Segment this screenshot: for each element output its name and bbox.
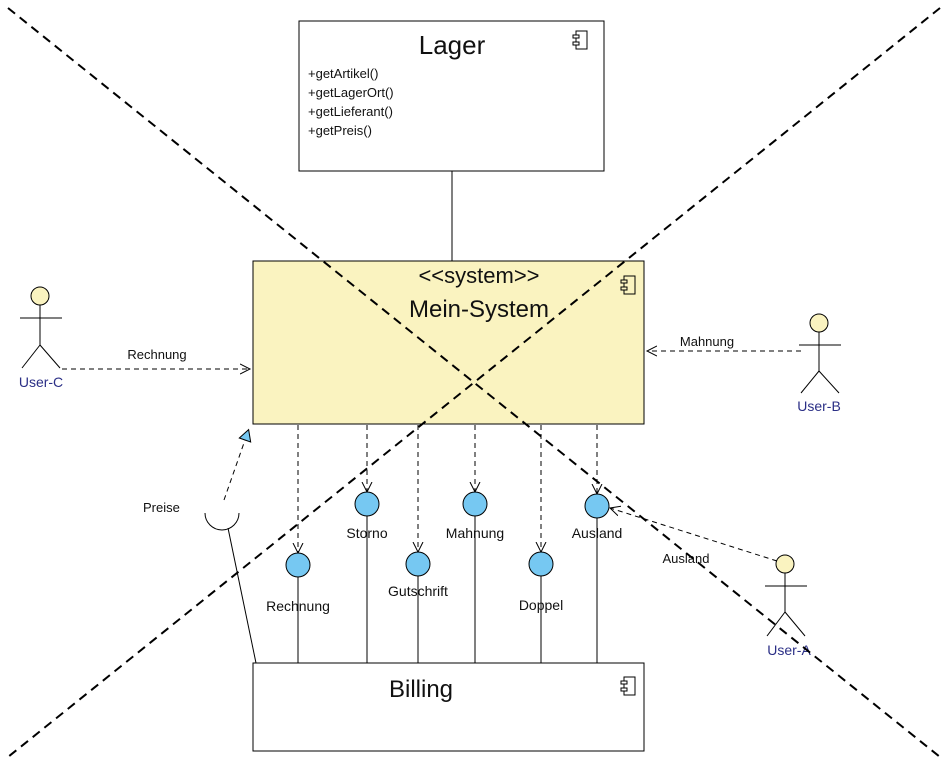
interface-label-gutschrift: Gutschrift [388, 583, 448, 599]
interface-storno[interactable] [354, 491, 380, 517]
user-c-connector-label: Rechnung [127, 347, 186, 362]
interface-doppel[interactable] [528, 551, 554, 577]
system-title: Mein-System [409, 296, 549, 323]
actor-head [775, 554, 795, 574]
interface-label-doppel: Doppel [519, 597, 563, 613]
interface-label-ausland: Ausland [572, 525, 623, 541]
preise-socket[interactable] [204, 512, 240, 531]
billing-title: Billing [389, 676, 453, 703]
lager-method-1: +getArtikel() [308, 66, 378, 81]
component-icon [620, 275, 636, 295]
preise-label: Preise [143, 500, 180, 515]
lager-component[interactable]: Lager +getArtikel() +getLagerOrt() +getL… [298, 20, 605, 172]
user-a-dependency [610, 508, 778, 562]
user-a-connector-label: Ausland [663, 551, 710, 566]
billing-component[interactable]: Billing [252, 662, 645, 752]
lager-method-4: +getPreis() [308, 123, 372, 138]
component-icon [572, 30, 588, 50]
interface-label-storno: Storno [346, 525, 387, 541]
actor-label-user-c: User-C [19, 374, 63, 390]
actor-user-a[interactable] [765, 554, 807, 637]
interface-rechnung[interactable] [285, 552, 311, 578]
actor-user-c[interactable] [20, 286, 62, 369]
interface-ausland[interactable] [584, 493, 610, 519]
lager-method-2: +getLagerOrt() [308, 85, 394, 100]
interface-mahnung[interactable] [462, 491, 488, 517]
interface-label-rechnung: Rechnung [266, 598, 330, 614]
interface-lines [297, 516, 598, 663]
preise-dependency [223, 440, 245, 501]
actor-user-b[interactable] [799, 313, 841, 394]
interface-gutschrift[interactable] [405, 551, 431, 577]
lager-title: Lager [419, 30, 486, 60]
preise-socket-line [227, 527, 257, 664]
actor-head [809, 313, 829, 333]
actor-head [30, 286, 50, 306]
lager-method-3: +getLieferant() [308, 104, 393, 119]
system-stereotype: <<system>> [418, 263, 539, 288]
user-b-connector-label: Mahnung [680, 334, 734, 349]
cross-out-overlay [7, 7, 941, 758]
component-icon [620, 676, 636, 696]
actor-label-user-a: User-A [767, 642, 811, 658]
system-component[interactable]: <<system>> Mein-System [252, 260, 645, 425]
actor-label-user-b: User-B [797, 398, 841, 414]
interface-label-mahnung: Mahnung [446, 525, 504, 541]
